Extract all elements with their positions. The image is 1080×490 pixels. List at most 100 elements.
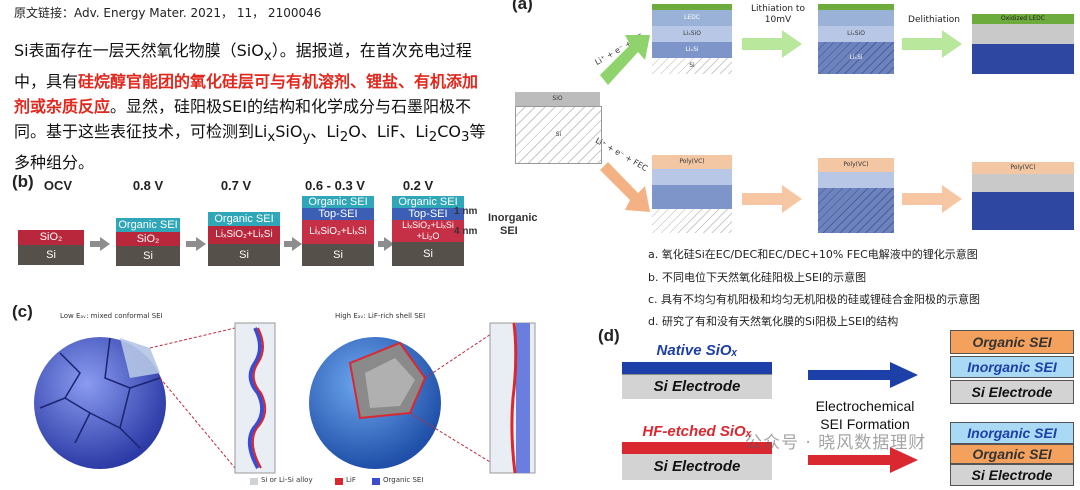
si-electrode-block: Si Electrode [950, 464, 1074, 486]
voltage-0-6-0-3: 0.6 - 0.3 V [305, 178, 365, 193]
lisio-layer: LiₓSiO₂+LiₓSi [208, 226, 280, 244]
si-layer: Si [116, 246, 180, 266]
lisio-layer: LiₓSiO [652, 26, 732, 42]
red-arrow-icon [808, 447, 918, 473]
orange-arrow-icon [742, 185, 802, 213]
caption-b: b. 不同电位下天然氧化硅阳极上SEI的示意图 [648, 271, 867, 284]
green-arrow-icon [742, 30, 802, 58]
arrow-shaft [284, 241, 292, 247]
watermark-text: 公众号 · 晓风数据理财 [745, 433, 927, 453]
si-layer: Si [18, 245, 84, 265]
intro-text-1: Si表面存在一层天然氧化物膜（SiO [14, 41, 264, 60]
organic-sei-block: Organic SEI [950, 330, 1074, 354]
panel-d-label: (d) [598, 326, 620, 345]
lithiation-label: Lithiation to [751, 4, 805, 14]
sio2-layer: SiO₂ [18, 230, 84, 245]
lisio-layer: LiₓSiO₂+LiₓSi [302, 220, 374, 244]
lif-shell-particle-icon [309, 337, 441, 469]
native-siox-layer [622, 362, 772, 374]
oxidized-ledc-layer: Oxidized LEDC [972, 14, 1074, 24]
caption-d: d. 研究了有和没有天然氧化膜的Si阳极上SEI的结构 [648, 315, 899, 328]
orange-arrow-icon [600, 162, 650, 212]
panel-c-label: (c) [12, 302, 33, 321]
voltage-ocv: OCV [43, 178, 73, 193]
cracked-particle-icon [34, 337, 166, 469]
lisio-layer: LiₓSiO₂+LiₓSi [392, 220, 464, 231]
sei-label: SEI [500, 225, 518, 237]
fec-delithiated-block: Poly(VC) [972, 162, 1074, 230]
si-layer: Si [392, 242, 464, 266]
arrow-head-icon [100, 237, 110, 251]
si-core: Si [652, 58, 732, 74]
panel-b-label: (b) [12, 172, 34, 191]
panel-a-label: (a) [512, 0, 533, 13]
arrow-shaft [186, 241, 196, 247]
intro-text-6: O、LiF、Li [348, 122, 429, 142]
legend-swatch-lif [335, 478, 343, 485]
arrow-head-icon [384, 237, 394, 251]
poly-vc-layer: Poly(VC) [818, 158, 894, 172]
nm1-label: 1 nm [454, 206, 478, 217]
intro-text-8: 等多种组分。 [14, 122, 486, 173]
intro-sub: x [267, 130, 276, 146]
intro-sub: y [302, 130, 311, 146]
hf-etched-layer [622, 442, 772, 454]
delithiation-label: Delithiation [908, 15, 960, 25]
inorganic-label: Inorganic [488, 212, 538, 224]
lisio-layer: LiₓSiO [818, 26, 894, 42]
arrow-head-icon [196, 237, 206, 251]
legend-si: Si or Li-Si alloy [261, 476, 313, 484]
si-layer: Si [302, 244, 374, 266]
formation-label: Electrochemical [815, 398, 915, 414]
voltage-0-8: 0.8 V [132, 178, 164, 193]
organic-sei-layer: Organic SEI [302, 196, 374, 208]
legend-lif: LiF [346, 476, 356, 484]
top-sei-layer: Top-SEI [302, 208, 374, 220]
inorganic-sei-block: Inorganic SEI [950, 356, 1074, 378]
arrow-shaft [378, 241, 384, 247]
intro-sub-x: x [263, 49, 272, 65]
lithiation-label-2: 10mV [764, 15, 792, 25]
arrow-shaft [90, 241, 100, 247]
blue-arrow-icon [808, 362, 918, 388]
intro-sub: 2 [428, 130, 438, 146]
caption-c: c. 具有不均匀有机阳极和均匀无机阳极的硅或锂硅合金阳极的示意图 [648, 293, 981, 306]
intro-sub: 2 [339, 130, 349, 146]
fec-fully-lithiated-block: Poly(VC) [818, 158, 894, 233]
panel-c-illustration [34, 322, 536, 474]
sio-layer: SiO [515, 92, 600, 106]
green-arrow-icon [902, 30, 962, 58]
poly-vc-layer: Poly(VC) [972, 162, 1074, 174]
intro-paragraph: Si表面存在一层天然氧化物膜（SiOx）。据报道，在首次充电过程中，具有硅烷醇官… [14, 38, 494, 175]
inorganic-sei-block: Inorganic SEI [950, 422, 1074, 444]
intro-text-7: CO [437, 122, 461, 142]
panel-c-right-title: High Eₐᵥ: LiF-rich shell SEI [335, 312, 426, 320]
formation-label-2: SEI Formation [820, 416, 910, 432]
intro-sub: 3 [461, 130, 470, 146]
legend-swatch-organic [372, 478, 380, 485]
hf-etched-label: HF-etched SiOₓ [642, 423, 752, 440]
native-siox-label: Native SiOₓ [656, 342, 738, 359]
top-sei-layer: Top-SEI [392, 208, 464, 220]
fec-lithiated-block: Poly(VC) [652, 155, 732, 233]
legend-swatch-si [250, 478, 258, 485]
ledc-layer: LEDC [652, 10, 732, 26]
si-electrode-block: Si Electrode [622, 374, 772, 399]
si-layer: Si [208, 244, 280, 266]
intro-highlight: 硅烷醇官能团的氧化硅层可与有机溶剂、锂盐、有机添加剂或杂质反应 [14, 72, 479, 117]
ec-lithiated-block: LEDC LiₓSiO LiₓSi Si [652, 4, 732, 74]
si-electrode-block: Si Electrode [950, 380, 1074, 404]
intro-text-3: 。显然，硅阳极SEI的结构和化学成分与石墨阳极不同。基于这些表征技术，可检测到L… [14, 97, 472, 142]
green-arrow-icon [600, 35, 650, 85]
lisi-layer: LiₓSi [652, 42, 732, 58]
voltage-0-7: 0.7 V [220, 178, 252, 193]
intro-text-2: ）。据报道，在首次充电过程中，具有 [14, 41, 472, 92]
nm4-label: 4 nm [454, 226, 478, 237]
caption-a: a. 氧化硅Si在EC/DEC和EC/DEC+10% FEC电解液中的锂化示意图 [648, 248, 978, 261]
organic-sei-layer: Organic SEI [392, 196, 464, 208]
poly-vc-layer: Poly(VC) [652, 155, 732, 169]
lisi-layer: LiₓSi [818, 42, 894, 74]
si-substrate: Si [515, 106, 602, 164]
intro-text-4: SiO [275, 122, 303, 142]
sio2-layer: SiO₂ [116, 232, 180, 246]
